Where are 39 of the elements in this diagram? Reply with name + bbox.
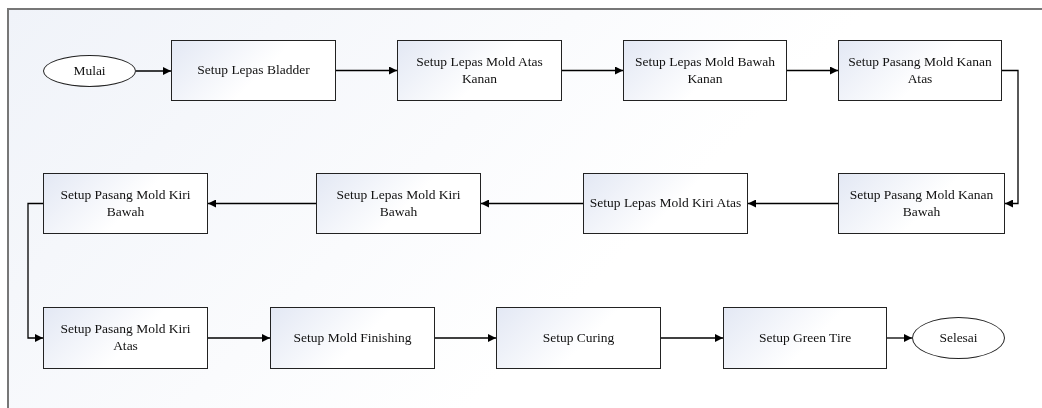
node-label: Setup Curing [542,329,615,347]
node-label: Setup Lepas Mold Atas Kanan [415,53,544,88]
arrow [135,67,172,75]
process-box [270,307,435,369]
node-label: Setup Pasang Mold Kiri Atas [59,321,192,355]
node-label: Setup Mold Finishing [293,329,412,347]
process-box [623,40,787,101]
process-box [838,40,1002,101]
process-box [43,307,208,369]
node-label: Setup Lepas Mold Kiri Bawah [335,186,462,221]
process-box [43,173,208,234]
process-box [838,173,1005,234]
node-label: Mulai [73,62,106,80]
arrow [747,199,839,208]
arrow [335,66,398,75]
process-box [583,173,748,234]
node-label: Setup Pasang Mold Kanan Bawah [848,186,995,221]
node-label: Setup Lepas Bladder [197,62,310,79]
arrow [27,202,44,342]
node-label: Setup Green Tire [758,329,852,347]
node-label: Setup Pasang Mold Kiri Bawah [59,186,192,221]
arrow [561,66,624,75]
arrow [434,334,497,342]
node-label: Setup Pasang Mold Kanan Atas [847,53,993,88]
node-label: Setup Lepas Mold Bawah Kanan [634,53,776,88]
arrow [480,199,584,208]
arrow [1001,69,1019,208]
node-label: Selesai [939,329,978,347]
node-label: Setup Lepas Mold Kiri Atas [589,195,742,212]
process-box [496,307,661,369]
process-box [723,307,887,369]
process-box [171,40,336,101]
arrow [660,334,724,342]
process-box [316,173,481,234]
arrow [207,199,317,208]
arrow [207,334,271,342]
arrow [886,334,913,342]
process-box [397,40,562,101]
arrow [786,66,839,75]
